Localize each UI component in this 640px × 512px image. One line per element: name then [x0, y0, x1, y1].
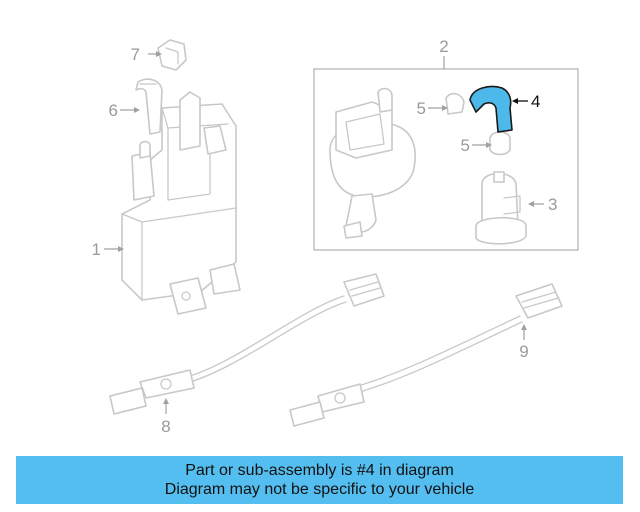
info-banner: Part or sub-assembly is #4 in diagram Di…	[16, 456, 623, 504]
banner-line-1: Part or sub-assembly is #4 in diagram	[185, 462, 454, 479]
part-6-hose	[135, 78, 163, 135]
part-2-purge-valve	[329, 87, 416, 239]
part-4-hose-highlighted	[469, 85, 513, 133]
banner-line-2: Diagram may not be specific to your vehi…	[164, 481, 475, 498]
part-5-clamp-upper	[445, 92, 465, 115]
part-8-sensor	[109, 273, 385, 415]
callout-6: 6	[109, 101, 118, 120]
callout-9: 9	[519, 342, 528, 361]
callout-1: 1	[92, 240, 101, 259]
part-9-sensor	[289, 283, 563, 427]
part-7-clip	[157, 39, 187, 71]
callout-8: 8	[161, 417, 170, 436]
part-5-clamp-lower	[489, 131, 511, 156]
callout-5-lower: 5	[461, 136, 470, 155]
callout-2: 2	[439, 37, 448, 56]
callout-5-upper: 5	[417, 99, 426, 118]
callout-7: 7	[131, 45, 140, 64]
callout-3: 3	[548, 195, 557, 214]
subassembly-box	[313, 68, 579, 251]
parts-diagram: 2 7 6 1 5 5 3 8 9 4	[92, 37, 579, 436]
part-3-valve	[475, 171, 527, 245]
part-1-canister	[121, 91, 241, 315]
callout-4: 4	[531, 92, 540, 111]
